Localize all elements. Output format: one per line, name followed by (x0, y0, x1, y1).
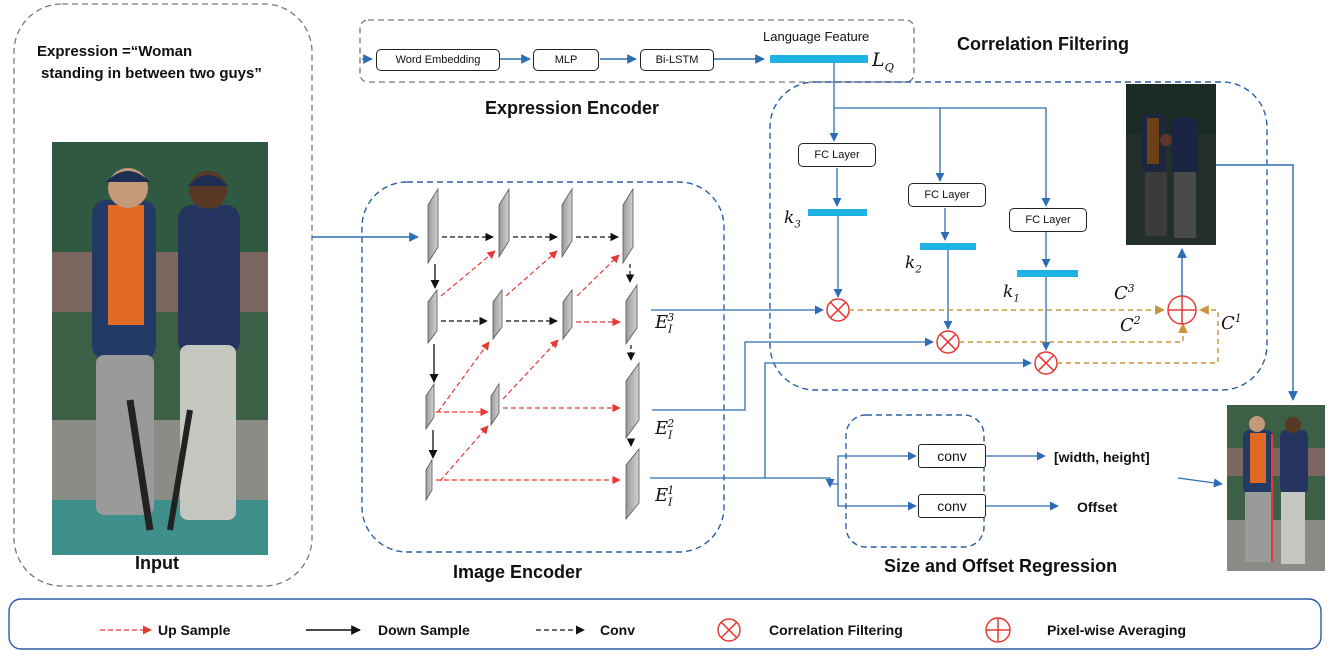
regression-title: Size and Offset Regression (884, 556, 1118, 576)
language-feature-label: Language Feature (763, 29, 870, 44)
language-feature-bar (770, 55, 868, 63)
mlp-block: MLP (533, 49, 599, 71)
feature-slab (625, 447, 640, 521)
kernel-label-2: k2 (905, 253, 922, 276)
feature-slab (625, 361, 640, 440)
language-feature-symbol: LQ (872, 49, 894, 74)
legend-down-sample: Down Sample (378, 622, 470, 638)
legend-correlation-filtering: Correlation Filtering (769, 622, 903, 638)
encoder-feature-label-2: EI2 (655, 417, 675, 442)
feature-slab (427, 187, 439, 265)
feature-slab (562, 288, 573, 341)
bilstm-block: Bi-LSTM (640, 49, 714, 71)
feature-slab (425, 382, 435, 431)
image-encoder-title: Image Encoder (453, 562, 583, 582)
input-container (13, 3, 313, 587)
fc-layer-2: FC Layer (908, 183, 986, 207)
correlation-op-2 (936, 330, 960, 354)
conv-block-size: conv (918, 444, 986, 468)
correlation-filtering-title: Correlation Filtering (957, 34, 1130, 54)
heatmap-label-2: C2 (1120, 314, 1141, 336)
conv-block-offset: conv (918, 494, 986, 518)
kernel-bar-1 (1017, 270, 1078, 277)
encoder-feature-maps (425, 187, 640, 521)
legend-correlation-symbol (717, 618, 741, 642)
fc-layer-1: FC Layer (1009, 208, 1087, 232)
kernel-bar-3 (808, 209, 867, 216)
size-output-label: [width, height] (1054, 449, 1150, 465)
kernel-bar-2 (920, 243, 976, 250)
feature-slab (490, 382, 500, 427)
kernel-label-1: k1 (1003, 282, 1020, 305)
heatmap-label-1: C1 (1221, 312, 1242, 334)
legend-container (8, 598, 1322, 650)
expression-encoder-title: Expression Encoder (485, 98, 660, 118)
expression-text: Expression =“Woman standing in between t… (37, 41, 262, 85)
regression-container (845, 414, 985, 548)
legend-pixel-averaging: Pixel-wise Averaging (1047, 622, 1187, 638)
output-photo (1227, 405, 1325, 571)
feature-slab (622, 187, 634, 265)
correlation-op-3 (826, 298, 850, 322)
feature-slab (427, 288, 438, 345)
input-photo (52, 142, 268, 555)
feature-slab (492, 288, 503, 341)
expression-line-1: Expression =“Woman (37, 43, 193, 60)
image-encoder-container (361, 181, 725, 553)
offset-output-label: Offset (1077, 499, 1118, 515)
correlation-op-1 (1034, 351, 1058, 375)
heatmap-label-3: C3 (1114, 282, 1135, 304)
expression-encoder-container (359, 19, 915, 83)
legend-up-sample: Up Sample (158, 622, 231, 638)
feature-slab (498, 187, 510, 259)
encoder-feature-label-1: EI1 (655, 484, 675, 509)
legend-conv: Conv (600, 622, 635, 638)
encoder-feature-label-3: EI3 (655, 311, 675, 336)
pixel-average-op (1167, 295, 1197, 325)
feature-slab (561, 187, 573, 259)
feature-slab (625, 283, 638, 346)
word-embedding-block: Word Embedding (376, 49, 500, 71)
kernel-label-3: k3 (784, 208, 801, 231)
expression-line-2: standing in between two guys” (41, 65, 262, 82)
correlation-container (769, 81, 1268, 391)
input-title: Input (135, 553, 179, 573)
feature-slab (425, 458, 433, 502)
legend-averaging-symbol (985, 617, 1011, 643)
fc-layer-3: FC Layer (798, 143, 876, 167)
heatmap-photo (1126, 84, 1216, 245)
